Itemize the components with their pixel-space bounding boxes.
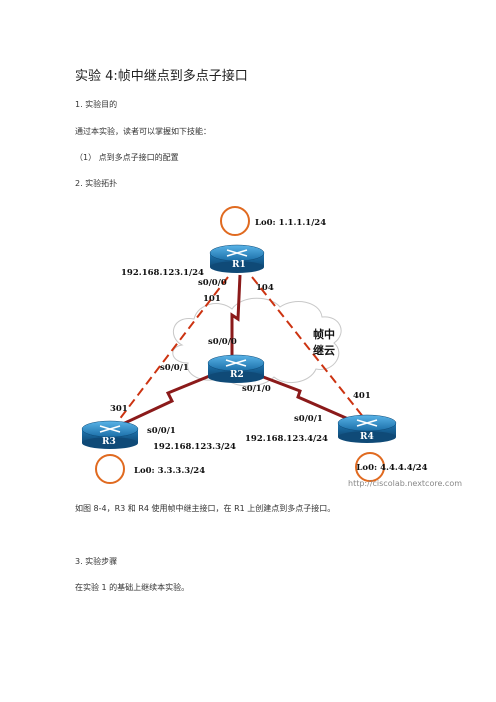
link-r2-r4 [257, 373, 363, 427]
link-r1-r2 [230, 274, 242, 361]
iface-r4-s001-label: s0/0/1 [294, 414, 323, 424]
ip-r3-label: 192.168.123.3/24 [153, 442, 236, 452]
iface-r2-s001-label: s0/0/1 [160, 363, 189, 373]
iface-r2-s010-label: s0/1/0 [242, 384, 271, 394]
ip-r1-label: 192.168.123.1/24 [121, 268, 204, 278]
router-r3-icon: R3 [81, 420, 139, 449]
loopback-r3-label: Lo0: 3.3.3.3/24 [134, 466, 205, 476]
link-r2-r3 [111, 373, 213, 431]
document-title: 实验 4:帧中继点到多点子接口 [75, 69, 248, 84]
router-r2-label: R2 [230, 370, 244, 380]
iface-r2-s000-label: s0/0/0 [208, 337, 237, 347]
cloud-label-line1: 帧中 [313, 327, 335, 341]
loopback-r4-ring [355, 452, 385, 482]
iface-r1-s000-label: s0/0/0 [198, 278, 227, 288]
ip-r4-label: 192.168.123.4/24 [245, 434, 328, 444]
router-r1-icon: R1 [209, 244, 265, 273]
section-heading-steps: 3. 实验步骤 [75, 557, 118, 566]
steps-text: 在实验 1 的基础上继续本实验。 [75, 583, 190, 592]
pvc-r1-r3 [111, 276, 229, 430]
loopback-r4-label: Lo0: 4.4.4.4/24 [356, 463, 427, 473]
loopback-r3-ring [95, 454, 125, 484]
dlci-101-label: 101 [203, 294, 221, 304]
objective-intro: 通过本实验，读者可以掌握如下技能： [75, 127, 211, 136]
loopback-r1-ring [220, 206, 250, 236]
figure-caption: 如图 8-4，R3 和 R4 使用帧中继主接口，在 R1 上创建点到多点子接口。 [75, 504, 336, 513]
dlci-301-label: 301 [110, 404, 128, 414]
objective-item-1: （1） 点到多点子接口的配置 [75, 153, 179, 162]
section-heading-objective: 1. 实验目的 [75, 100, 118, 109]
cloud-label-line2: 继云 [313, 343, 335, 357]
loopback-r1-label: Lo0: 1.1.1.1/24 [255, 218, 326, 228]
router-r1-label: R1 [232, 260, 246, 270]
section-heading-topology: 2. 实验拓扑 [75, 179, 118, 188]
watermark-url: http://ciscolab.nextcore.com [348, 479, 462, 488]
iface-r3-s001-label: s0/0/1 [147, 426, 176, 436]
router-r3-label: R3 [102, 437, 116, 447]
router-r4-icon: R4 [337, 414, 397, 443]
dlci-104-label: 104 [256, 283, 274, 293]
router-r2-icon: R2 [207, 354, 265, 383]
topology-diagram: R1 R2 R3 R4 Lo0: 1.1.1.1/24 192.168.123.… [72, 197, 462, 490]
router-r4-label: R4 [360, 432, 374, 442]
pvc-r1-r4 [251, 276, 369, 424]
dlci-401-label: 401 [353, 391, 371, 401]
